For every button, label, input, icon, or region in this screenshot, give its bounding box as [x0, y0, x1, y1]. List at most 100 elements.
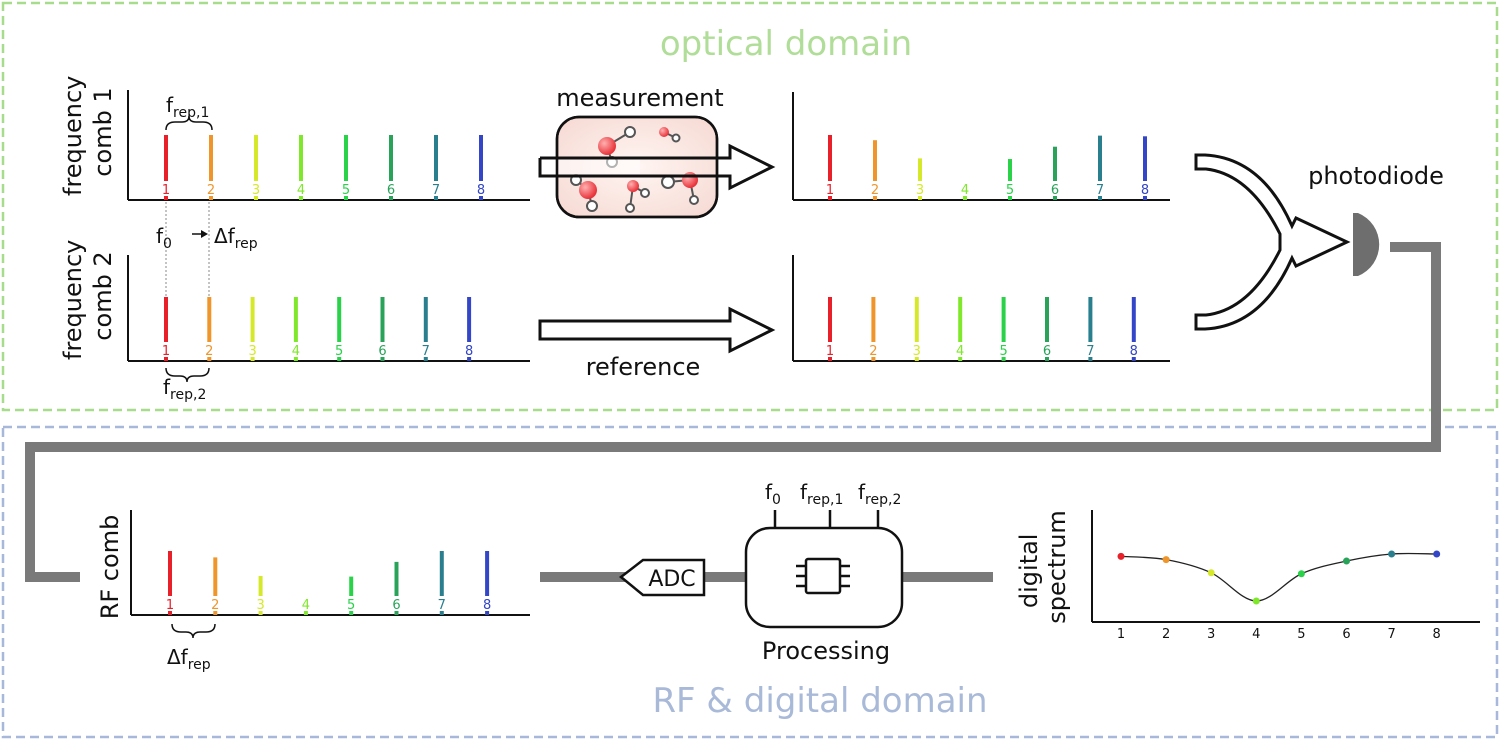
- frep1-label: frep,1: [166, 93, 209, 121]
- comb1-number-5: 5: [342, 183, 350, 198]
- reference-label-bg-2: [867, 342, 880, 357]
- dfrep-label: Δfrep: [214, 224, 258, 252]
- comb1-number-7: 7: [432, 183, 440, 198]
- rf-label-bg-3: [254, 596, 267, 611]
- comb2-label-bg-7: [419, 342, 432, 357]
- comb1-number-1: 1: [162, 183, 170, 198]
- comb1-label-bg-6: [385, 181, 397, 196]
- signal-cable: [25, 242, 1441, 582]
- adc-block: ADC: [618, 558, 706, 597]
- atom: [661, 175, 675, 189]
- reference-number-7: 7: [1086, 344, 1094, 359]
- reference-number-8: 8: [1130, 344, 1138, 359]
- rf-label-bg-1: [164, 596, 176, 611]
- processing-box: [744, 526, 904, 629]
- comb2-number-3: 3: [248, 344, 256, 359]
- spectrum-tick-4: 4: [1252, 627, 1260, 642]
- reference-label-bg-4: [954, 342, 967, 357]
- measured-label-bg-3: [914, 181, 926, 196]
- comb2-number-6: 6: [378, 344, 386, 359]
- atom: [640, 188, 650, 198]
- rf-number-2: 2: [211, 598, 219, 613]
- rf-comb-label: RF comb: [96, 515, 124, 620]
- reference-label-bg-7: [1084, 342, 1097, 357]
- comb2-label-bg-4: [289, 342, 302, 357]
- adc-label: ADC: [648, 567, 695, 592]
- rf-number-6: 6: [392, 598, 400, 613]
- reference-number-5: 5: [999, 344, 1007, 359]
- spectrum-point-4: [1252, 597, 1260, 605]
- rf-label-bg-2: [209, 596, 222, 611]
- comb1-number-6: 6: [387, 183, 395, 198]
- measured-number-8: 8: [1141, 183, 1149, 198]
- atom: [624, 126, 636, 138]
- rf-dfrep-label: Δfrep: [167, 645, 211, 673]
- combining-arrow-shape: [1194, 153, 1351, 331]
- measured-number-7: 7: [1096, 183, 1104, 198]
- comb2-number-1: 1: [162, 344, 170, 359]
- frep2-label: frep,2: [163, 375, 206, 403]
- comb1-label-bg-3: [250, 181, 262, 196]
- comb2-label-bg-8: [463, 342, 476, 357]
- input-frep1-label: frep,1: [800, 480, 843, 508]
- reference-label-bg-8: [1127, 342, 1140, 357]
- atom: [682, 172, 698, 188]
- atom: [627, 180, 639, 192]
- input-frep2-label: frep,2: [858, 480, 901, 508]
- comb2-label-bg-5: [333, 342, 346, 357]
- comb2-number-7: 7: [422, 344, 430, 359]
- spectrum-label-line2: spectrum: [1043, 510, 1071, 624]
- spectrum-point-3: [1207, 569, 1215, 577]
- comb2-label-bg-2: [203, 342, 216, 357]
- measured-number-5: 5: [1006, 183, 1014, 198]
- spectrum-curve: [1120, 552, 1437, 602]
- comb1-number-8: 8: [477, 183, 485, 198]
- comb1-label-bg-4: [295, 181, 307, 196]
- measured-label-bg-8: [1139, 181, 1151, 196]
- spectrum-point-7: [1388, 550, 1396, 558]
- photodiode-label: photodiode: [1308, 162, 1444, 190]
- atom: [598, 137, 616, 155]
- reference-arrow: [538, 306, 776, 354]
- rf-label-bg-8: [481, 596, 494, 611]
- reference-number-2: 2: [869, 344, 877, 359]
- rf-domain-frame: [1, 425, 1499, 739]
- measured-number-4: 4: [961, 183, 969, 198]
- beam-through-sample: [538, 143, 776, 191]
- rf-number-5: 5: [347, 598, 355, 613]
- rf-number-7: 7: [438, 598, 446, 613]
- comb2-number-2: 2: [205, 344, 213, 359]
- spectrum-tick-5: 5: [1297, 627, 1305, 642]
- spectrum-tick-7: 7: [1387, 627, 1395, 642]
- atom: [579, 181, 597, 199]
- rf-label-bg-4: [299, 596, 312, 611]
- adc-shape: [618, 558, 706, 597]
- atom: [671, 133, 681, 143]
- rf-dfrep-brace: [171, 623, 216, 639]
- spectrum-points: [1117, 550, 1441, 605]
- rf-number-4: 4: [302, 598, 310, 613]
- comb2-label-line1: frequency: [59, 240, 87, 360]
- spectrum-label-line1: digital: [1015, 534, 1043, 609]
- spectrum-tick-6: 6: [1342, 627, 1350, 642]
- spectrum-point-2: [1162, 556, 1170, 564]
- reference-label-bg-1: [824, 342, 836, 357]
- comb2-label-bg-3: [246, 342, 259, 357]
- rf-number-3: 3: [256, 598, 264, 613]
- atom: [659, 127, 669, 137]
- reference-number-1: 1: [826, 344, 834, 359]
- atom: [586, 200, 598, 212]
- reference-label-bg-6: [1041, 342, 1053, 357]
- reference-label: reference: [586, 353, 701, 381]
- optical-domain-frame: [1, 1, 1499, 412]
- rf-label-bg-5: [345, 596, 358, 611]
